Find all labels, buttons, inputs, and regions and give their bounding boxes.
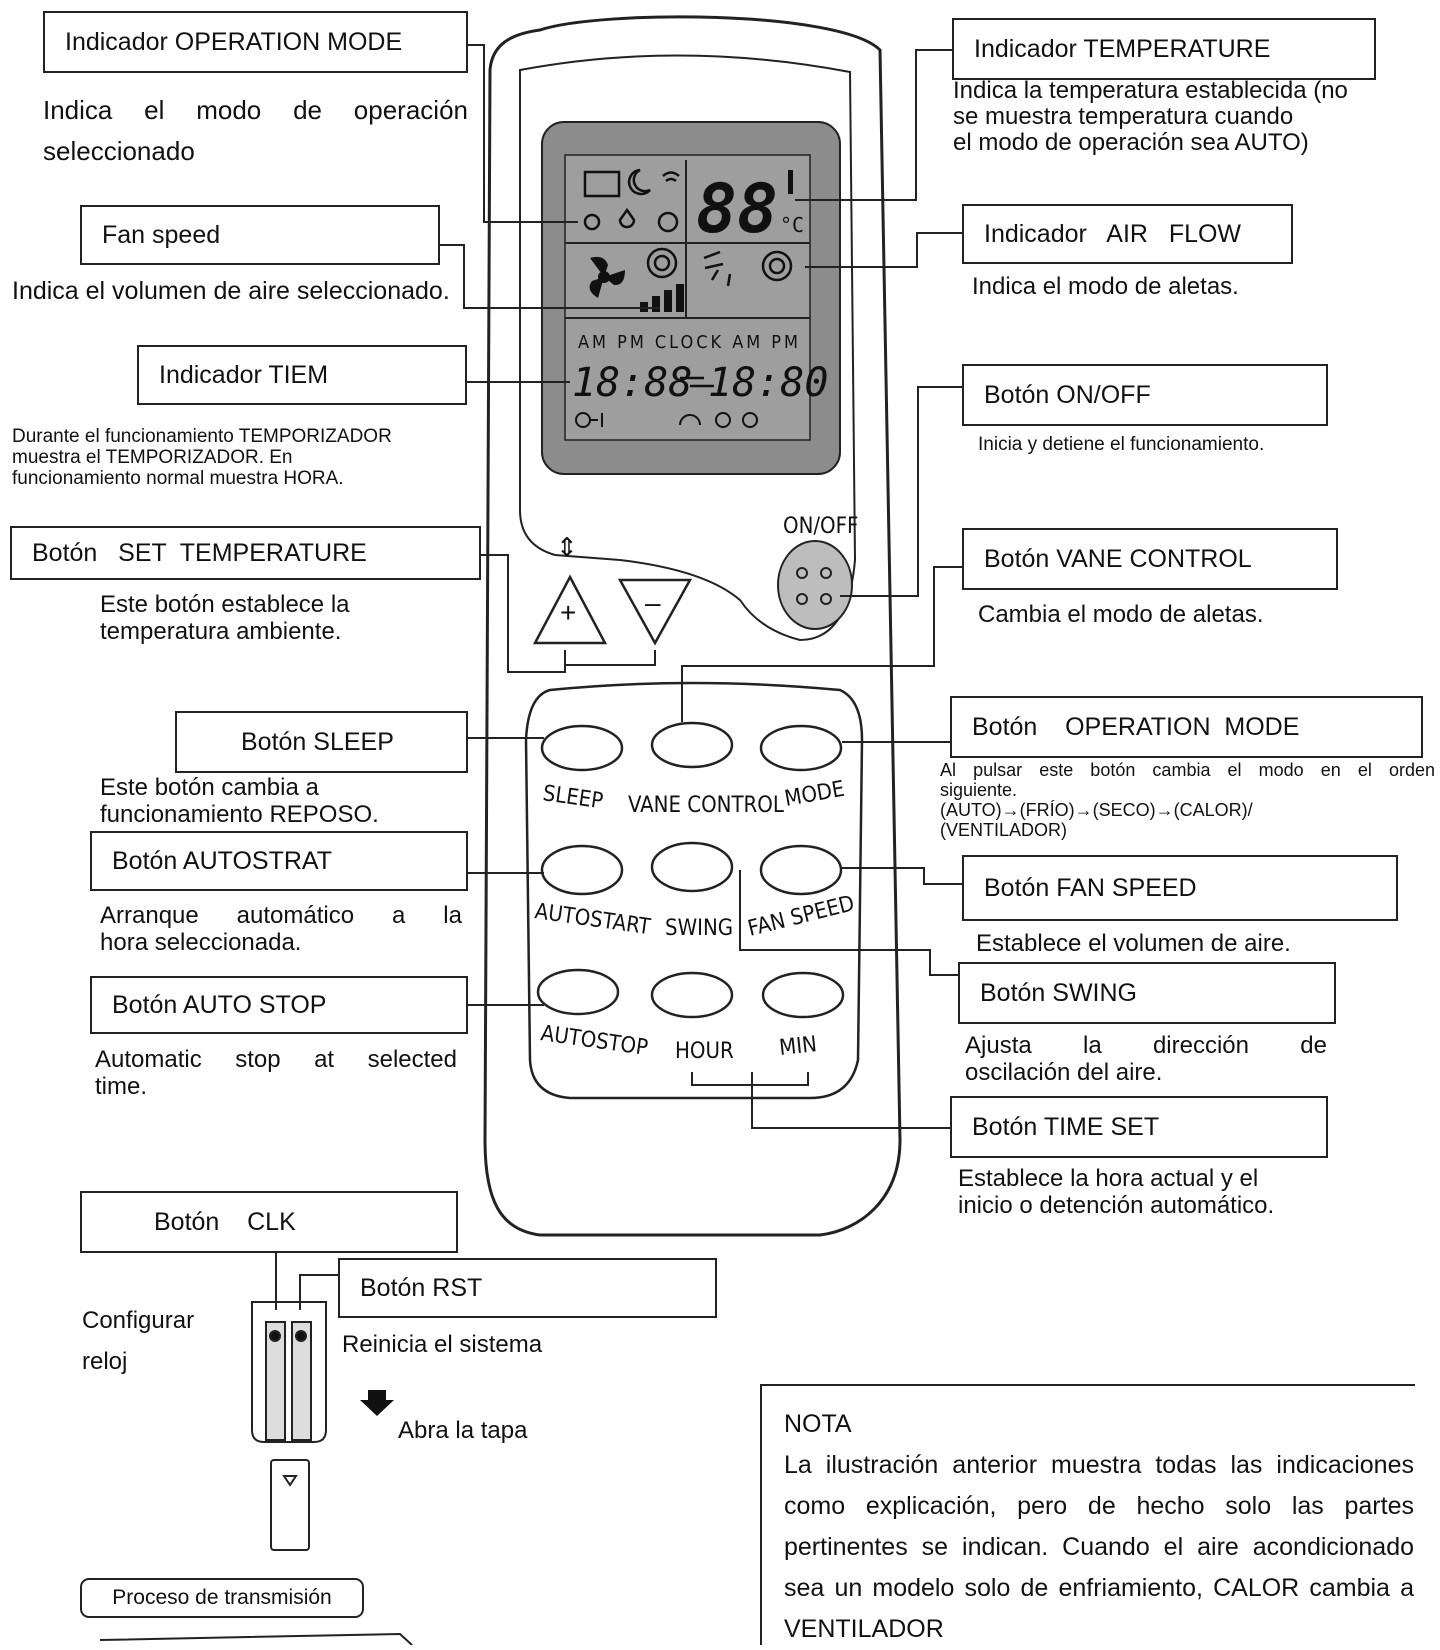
lcd-time-labels: AM PM CLOCK AM PM: [578, 332, 798, 353]
btn-label-vane: VANE CONTROL: [628, 793, 784, 818]
desc-temp-indicator: Indica la temperatura establecida (no se…: [953, 77, 1348, 156]
svg-text:–: –: [645, 587, 661, 618]
btn-label-autostart: AUTOSTART: [533, 899, 653, 940]
desc-set-temp-button: Este botón establece la temperatura ambi…: [100, 591, 350, 645]
plus-button-shape: [532, 574, 608, 645]
btn-label-swing: SWING: [665, 916, 733, 941]
desc-clk-button: Configurar reloj: [82, 1307, 195, 1375]
desc-sleep-button: Este botón cambia a funcionamiento REPOS…: [100, 774, 379, 828]
label-mode-button: Botón OPERATION MODE: [950, 696, 1423, 758]
lcd-unit: °C: [780, 213, 804, 237]
lcd-time-left: 18:88: [572, 360, 692, 406]
btn-label-autostop: AUTOSTOP: [539, 1021, 649, 1061]
label-time-indicator: Indicador TIEM: [137, 345, 467, 405]
note-title: NOTA: [784, 1410, 852, 1438]
onoff-label: ON/OFF: [783, 514, 858, 539]
fan-icon: [589, 256, 625, 298]
desc-open-cover: Abra la tapa: [398, 1417, 528, 1444]
desc-rst-button: Reinicia el sistema: [342, 1331, 543, 1358]
desc-time-indicator: Durante el funcionamiento TEMPORIZADOR m…: [12, 426, 392, 489]
label-autostart-button: Botón AUTOSTRAT: [90, 831, 468, 891]
desc-fanspeed-button: Establece el volumen de aire.: [976, 930, 1291, 957]
label-clk-button: Botón CLK: [80, 1191, 458, 1253]
remote-inner-panel: [519, 54, 857, 642]
desc-timeset-button: Establece la hora actual y el inicio o d…: [958, 1165, 1275, 1219]
desc-op-mode-indicator-2: seleccionado: [43, 136, 195, 166]
desc-op-mode-indicator: Indica el modo de operación: [43, 95, 468, 125]
lcd-time-right: 18:80: [708, 360, 828, 406]
desc-autostart-button: Arranque automático a la hora selecciona…: [100, 902, 462, 956]
desc-swing-button: Ajusta la dirección de oscilación del ai…: [965, 1032, 1327, 1086]
desc-mode-button: Al pulsar este botón cambia el modo en e…: [940, 760, 1435, 840]
label-timeset-button: Botón TIME SET: [950, 1096, 1328, 1158]
label-temp-indicator: Indicador TEMPERATURE: [952, 18, 1376, 80]
label-autostop-button: Botón AUTO STOP: [90, 976, 468, 1034]
note-box: NOTA La ilustración anterior muestra tod…: [760, 1384, 1415, 1645]
leader-lines: [275, 44, 962, 1310]
remote-body: [483, 15, 902, 1237]
label-sleep-button: Botón SLEEP: [175, 711, 468, 773]
swirl-icons: [646, 247, 793, 287]
desc-fan-speed: Indica el volumen de aire seleccionado.: [12, 277, 450, 305]
svg-text:+: +: [560, 597, 576, 628]
onoff-button-shape: [777, 540, 853, 630]
label-vane-button: Botón VANE CONTROL: [962, 528, 1338, 590]
lcd-temp: 88: [696, 170, 778, 249]
label-airflow-indicator: Indicador AIR FLOW: [962, 204, 1293, 264]
battery-compartment: [251, 1301, 327, 1551]
mode-icons: [583, 168, 680, 233]
note-body: La ilustración anterior muestra todas la…: [784, 1451, 1414, 1643]
desc-airflow-indicator: Indica el modo de aletas.: [972, 273, 1239, 300]
process-label: Proceso de transmisión: [80, 1578, 364, 1618]
timer-icons: [575, 412, 758, 428]
btn-label-hour: HOUR: [675, 1039, 734, 1064]
down-arrow-icon: [360, 1390, 394, 1416]
label-fanspeed-button: Botón FAN SPEED: [962, 855, 1398, 921]
minus-button-shape: [617, 578, 693, 646]
desc-onoff-button: Inicia y detiene el funcionamiento.: [978, 434, 1265, 455]
label-set-temp-button: Botón SET TEMPERATURE: [10, 526, 481, 580]
btn-label-sleep: SLEEP: [541, 781, 604, 814]
label-rst-button: Botón RST: [338, 1258, 717, 1318]
lcd-inner: [564, 154, 811, 441]
label-fan-speed: Fan speed: [80, 205, 440, 265]
desc-vane-button: Cambia el modo de aletas.: [978, 601, 1264, 628]
btn-label-mode: MODE: [783, 777, 847, 812]
desc-autostop-button: Automatic stop at selected time.: [95, 1046, 457, 1100]
device-sketch: [99, 1632, 413, 1645]
btn-label-fanspeed: FAN SPEED: [745, 891, 857, 942]
label-op-mode-indicator: Indicador OPERATION MODE: [43, 11, 468, 73]
label-swing-button: Botón SWING: [958, 962, 1336, 1024]
svg-text:⇕: ⇕: [556, 532, 578, 562]
button-panel: [524, 681, 864, 1100]
label-onoff-button: Botón ON/OFF: [962, 364, 1328, 426]
btn-label-min: MIN: [778, 1032, 818, 1061]
